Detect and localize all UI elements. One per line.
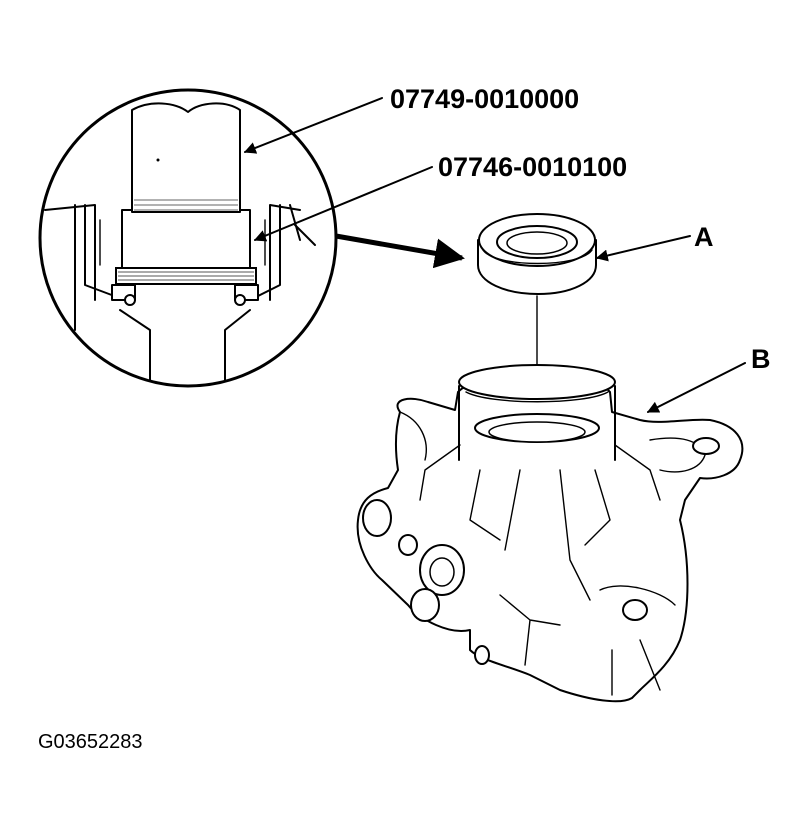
tool-upper-label: 07749-0010000 [390,84,579,114]
housing-part [356,364,744,703]
driver-handle-tool [131,102,241,213]
attachment-tool [115,209,257,285]
oil-seal-part [477,213,597,295]
leader-part-a [595,235,691,262]
detail-pointer-arrow [335,233,465,269]
tool-lower-label: 07746-0010100 [438,152,627,182]
leader-lower-tool [253,166,433,242]
figure-code: G03652283 [38,731,143,753]
part-a-label: A [694,222,714,252]
leader-part-b [646,362,746,413]
circle-tail [294,224,316,246]
leader-upper-tool [243,97,383,154]
detail-view [38,88,338,388]
part-b-label: B [751,344,771,374]
